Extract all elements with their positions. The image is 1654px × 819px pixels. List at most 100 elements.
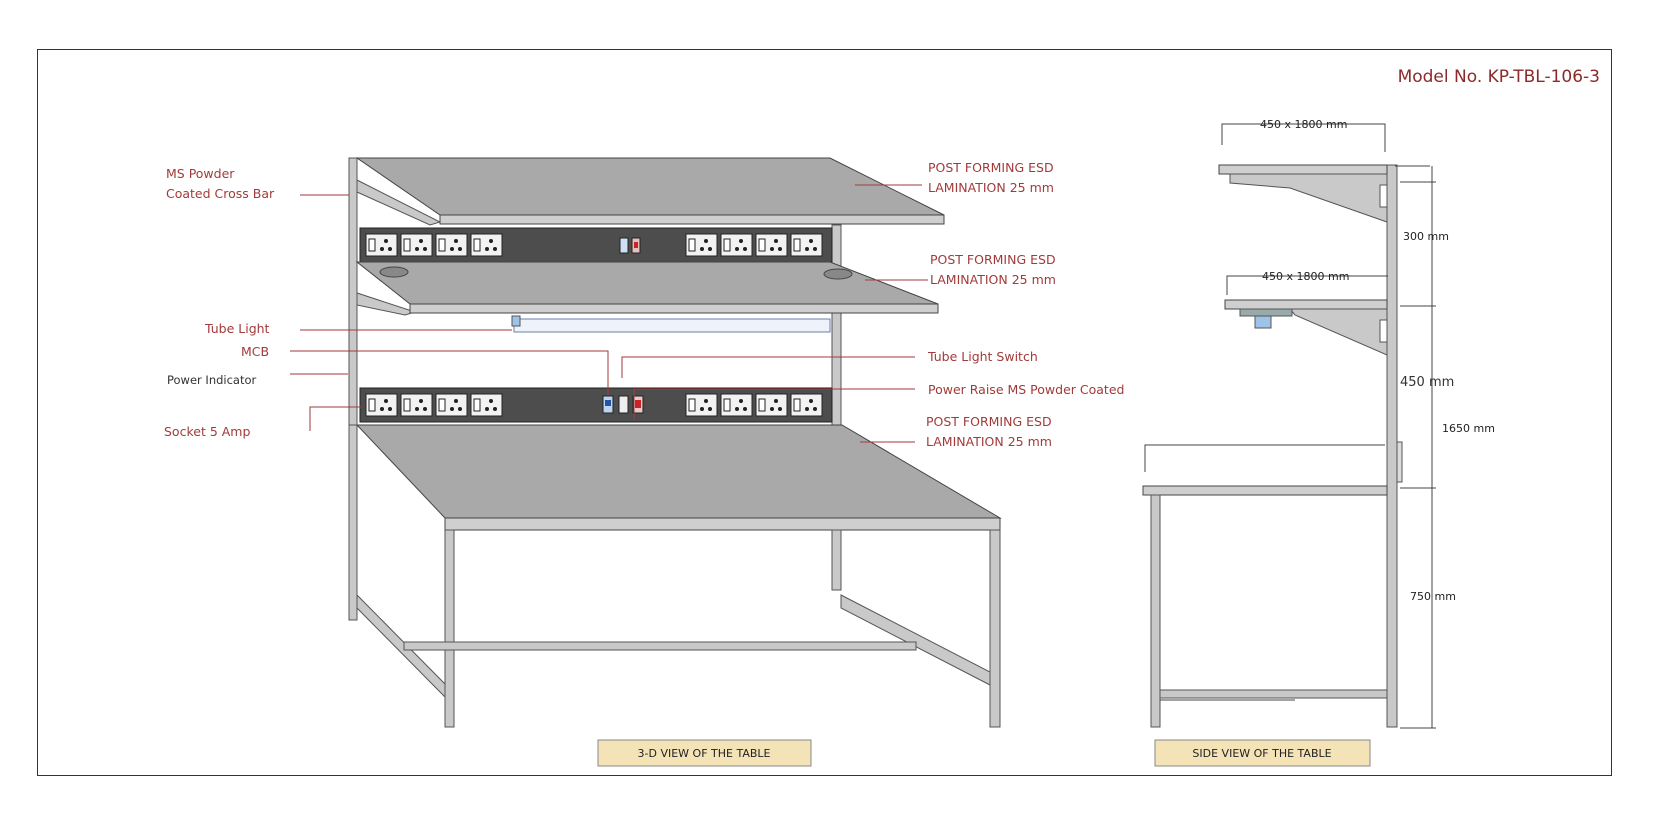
work-surface [355,424,1002,519]
side-work-surface [1142,485,1388,496]
upper-sockets-right [685,233,823,257]
socket-pin [743,407,747,411]
dim-450-label: 450 mm [1400,375,1454,390]
socket-pin [458,247,462,251]
socket-pin [809,239,813,243]
right-side-brace [840,594,991,686]
side-foot-rail [1159,689,1388,699]
socket-pin [489,399,493,403]
socket-switch [723,238,731,252]
middle-shelf-surface [355,261,939,305]
side-front-leg [1150,494,1161,728]
socket-switch [793,398,801,412]
power-raise-label: Power Raise MS Powder Coated [928,382,1124,397]
socket-pin [388,247,392,251]
socket-pin [739,239,743,243]
socket-pin [770,407,774,411]
socket-pin [774,239,778,243]
socket-pin [739,399,743,403]
socket-pin [415,407,419,411]
socket-pin [489,239,493,243]
socket-pin [778,247,782,251]
socket-pin [419,399,423,403]
caption-3d-box [597,739,812,767]
caption-side: SIDE VIEW OF THE TABLE [1154,739,1371,767]
dim-750-label: 750 mm [1410,590,1456,603]
rear-foot-bar [403,641,917,651]
labels-side: 450 x 1800 mm 450 x 1800 mm 300 mm 450 m… [1260,118,1495,603]
side-power-rail [1396,441,1403,483]
cross-bar-label-line2: Coated Cross Bar [166,186,275,201]
power-indicator-lamp [635,400,641,408]
tube-light-switch-label: Tube Light Switch [927,349,1038,364]
side-middle-shelf [1224,299,1388,310]
socket-switch [723,398,731,412]
socket-switch [688,238,696,252]
dim-300-label: 300 mm [1403,230,1449,243]
socket-pin [700,407,704,411]
socket-pin [423,407,427,411]
upper-indicator-lamp [634,242,638,248]
socket-pin [735,247,739,251]
caption-side-text: SIDE VIEW OF THE TABLE [1192,747,1331,760]
labels-3d: MS Powder Coated Cross Bar Tube Light MC… [164,160,1124,449]
socket-switch [403,238,411,252]
caption-side-box [1154,739,1371,767]
lamination-bottom-label-line2: LAMINATION 25 mm [926,434,1052,449]
socket-pin [485,407,489,411]
top-shelf-edge [439,214,945,225]
lower-sockets-right [685,393,823,417]
socket-switch [793,238,801,252]
side-top-bracket [1229,173,1388,223]
socket-pin [454,239,458,243]
socket-label: Socket 5 Amp [164,424,250,439]
socket-switch [688,398,696,412]
mcb-label: MCB [241,344,269,359]
socket-pin [415,247,419,251]
socket-pin [704,399,708,403]
socket-pin [809,399,813,403]
socket-pin [419,239,423,243]
socket-pin [743,247,747,251]
socket-pin [384,399,388,403]
socket-pin [770,247,774,251]
socket-switch [473,238,481,252]
socket-pin [380,407,384,411]
socket-switch [758,238,766,252]
socket-pin [454,399,458,403]
side-middle-clip [1379,319,1388,343]
socket-switch [368,398,376,412]
lamination-mid-label-line1: POST FORMING ESD [930,252,1056,267]
table-side-view [1142,164,1403,728]
front-left-leg [444,529,455,728]
model-number-title: Model No. KP-TBL-106-3 [1398,67,1600,87]
cross-bar-label-line1: MS Powder [166,166,235,181]
tube-light-end-cap [511,315,521,327]
tube-light-label: Tube Light [204,321,270,336]
cross-bar-bracket-top [356,179,442,226]
lower-sockets-left [365,393,503,417]
socket-pin [388,407,392,411]
lower-mcb-toggle [605,400,611,406]
socket-switch [438,238,446,252]
side-post [1386,164,1398,728]
left-side-brace [356,593,446,699]
socket-pin [493,407,497,411]
shelf-top-size-label: 450 x 1800 mm [1260,118,1347,131]
leader-lines-3d [290,184,928,443]
tube-light-switch [618,395,629,414]
socket-pin [380,247,384,251]
socket-pin [458,407,462,411]
socket-switch [758,398,766,412]
socket-switch [473,398,481,412]
side-tube-light [1254,315,1272,329]
caption-3d: 3-D VIEW OF THE TABLE [597,739,812,767]
top-shelf-surface [355,157,945,216]
socket-pin [485,247,489,251]
rear-left-leg [348,424,358,621]
shelf-mid-size-label: 450 x 1800 mm [1262,270,1349,283]
side-middle-bracket [1288,308,1388,356]
socket-pin [700,247,704,251]
cable-grommet-left [379,266,409,278]
